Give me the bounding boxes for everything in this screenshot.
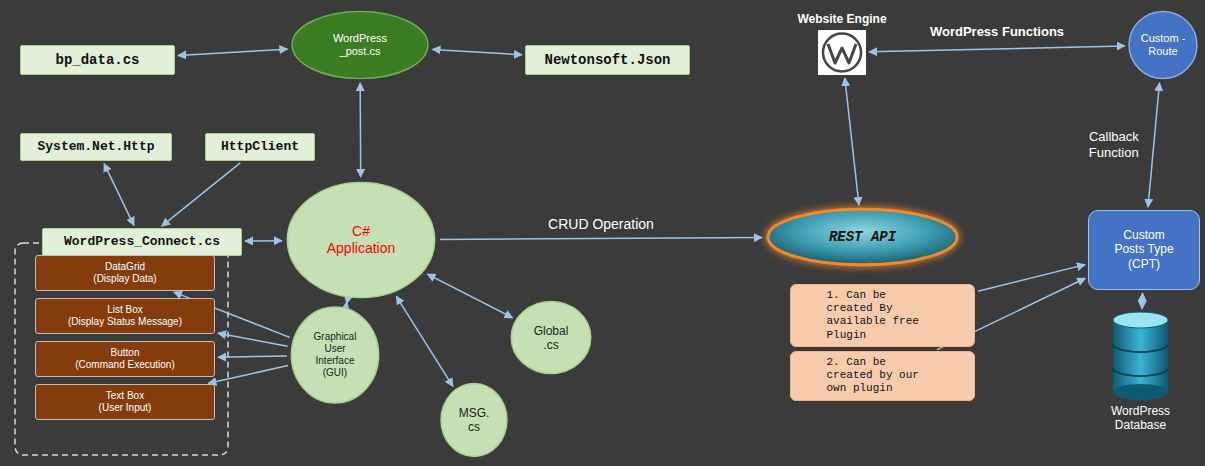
connector (427, 274, 512, 318)
connector (218, 356, 287, 357)
class-ellipse: WordPress _post.cs (290, 10, 430, 80)
connector (396, 296, 453, 386)
module-circle: MSG. cs (440, 382, 508, 458)
node-label: WordPress _post.cs (325, 32, 395, 58)
note-box: 1. Can be created By available free Plug… (790, 284, 975, 347)
engine-logo: Website Engine (818, 30, 866, 75)
ui-control-box: Button(Command Execution) (35, 341, 215, 377)
node-label: Graphical User Interface (GUI) (307, 331, 363, 379)
node-label: MSG. cs (456, 406, 492, 435)
node-label: Newtonsoft.Json (532, 52, 683, 69)
ui-control-box: Text Box(User Input) (35, 384, 215, 420)
node-label: (Display Status Message) (43, 316, 208, 328)
api-ellipse: REST API (765, 208, 960, 266)
connector (359, 83, 361, 177)
edge-label: WordPress Functions (919, 24, 1075, 40)
connector (978, 265, 1085, 292)
connector (218, 333, 288, 346)
node-label: DataGrid (43, 261, 208, 273)
node-label: Text Box (43, 390, 208, 402)
connector (1141, 293, 1143, 309)
file-box: HttpClient (205, 133, 315, 161)
database-icon: WordPress Database (1113, 312, 1168, 400)
connector (245, 240, 282, 242)
node-label: Custom Posts Type (CPT) (1109, 228, 1179, 271)
file-box: WordPress_Connect.cs (42, 228, 242, 256)
file-box: Newtonsoft.Json (525, 45, 690, 75)
database-cylinder (1113, 312, 1168, 400)
connector (208, 366, 288, 384)
group-frame (15, 243, 228, 455)
ui-control-box: DataGrid(Display Data) (35, 255, 215, 291)
connector (432, 49, 522, 54)
node-label: C# Application (317, 223, 405, 257)
edge-label: CRUD Operation (528, 215, 674, 232)
node-label: 2. Can be created by our own plugin (827, 356, 939, 396)
connector (845, 78, 859, 205)
connector (440, 238, 762, 240)
node-label: List Box (43, 304, 208, 316)
connector (178, 49, 287, 55)
edge-label: Callback Function (1066, 129, 1142, 160)
node-label: (Display Data) (43, 273, 208, 285)
note-box: 2. Can be created by our own plugin (790, 351, 975, 401)
app-circle: C# Application (285, 180, 437, 300)
connector (104, 164, 134, 226)
node-label: WordPress_Connect.cs (49, 234, 235, 250)
wordpress-logo (818, 30, 866, 75)
node-label: System.Net.Http (27, 139, 165, 155)
file-box: bp_data.cs (20, 45, 175, 75)
connector (346, 302, 348, 304)
module-circle: Global .cs (510, 300, 592, 375)
node-label: bp_data.cs (27, 52, 168, 69)
ui-control-box: List Box(Display Status Message) (35, 298, 215, 334)
node-label: 1. Can be created By available free Plug… (827, 289, 939, 342)
node-label: (User Input) (43, 402, 208, 414)
node-label: Custom -Route (1137, 32, 1189, 58)
heading-label: Website Engine (797, 12, 886, 26)
connector (869, 46, 1125, 52)
gui-circle: Graphical User Interface (GUI) (290, 305, 380, 405)
connector (162, 163, 241, 226)
node-label: (Command Execution) (43, 359, 208, 371)
route-circle: Custom -Route (1128, 10, 1198, 80)
connector (1148, 83, 1160, 207)
cpt-box: Custom Posts Type (CPT) (1088, 210, 1200, 290)
node-label: Global .cs (528, 323, 574, 352)
file-box: System.Net.Http (20, 133, 172, 161)
node-label: REST API (788, 229, 938, 246)
node-label: HttpClient (212, 139, 308, 155)
heading-label: WordPress Database (1101, 404, 1181, 433)
node-label: Button (43, 347, 208, 359)
